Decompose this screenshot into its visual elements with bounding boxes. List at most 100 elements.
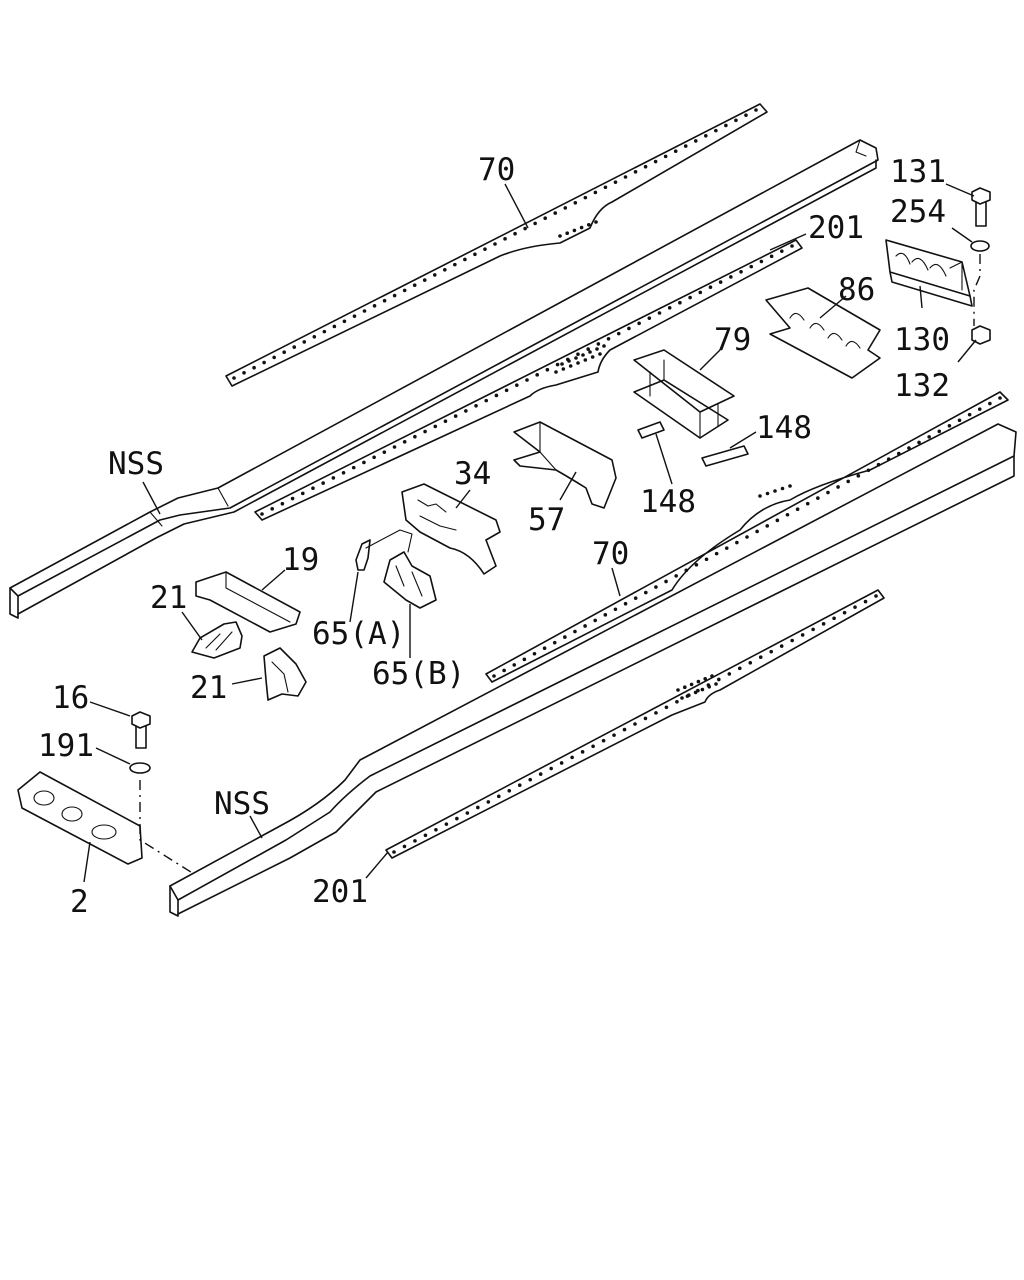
bolt-hole (476, 805, 480, 810)
bolt-hole (382, 450, 387, 454)
bracket-21-top (191, 621, 243, 659)
reinforcement-plate-201-upper (254, 239, 803, 521)
plate-148-b (701, 445, 749, 467)
bolt-hole (724, 546, 729, 550)
bolt-hole (553, 211, 558, 215)
bolt-hole (483, 247, 487, 251)
bolt-hole (821, 622, 826, 626)
label-34: 34 (454, 456, 491, 492)
bolt-hole (775, 518, 780, 523)
bolt-hole (573, 629, 577, 634)
bolt-hole (331, 476, 336, 480)
bracket-21-bottom (263, 647, 307, 701)
bolt-hole (693, 690, 698, 695)
bolt-hole (581, 353, 585, 357)
bolt-hole (262, 360, 266, 365)
bolt-hole (402, 440, 407, 444)
bolt-hole (290, 496, 295, 501)
bolt-hole (613, 607, 618, 612)
side-rail-lower (169, 423, 1017, 917)
bolt-hole (676, 688, 680, 692)
bolt-hole (535, 373, 539, 377)
bolt-hole (563, 206, 568, 210)
bolt-hole (836, 485, 840, 489)
bolt-hole (576, 352, 580, 357)
bolt-hole (874, 594, 878, 598)
label-19: 19 (282, 542, 319, 578)
bolt-hole (422, 278, 427, 282)
bolt-hole (780, 486, 785, 491)
label-191: 191 (38, 728, 94, 764)
bolt-hole-patterns (232, 108, 1002, 854)
bolt-hole (683, 144, 688, 148)
bolt-hole (846, 479, 850, 484)
bolt-hole (735, 540, 739, 545)
bolt-hole (683, 685, 687, 689)
bolt-hole (590, 355, 595, 359)
bolt-hole (654, 711, 658, 715)
bolt-hole (653, 159, 658, 164)
bolt-hole (622, 727, 627, 732)
bolt-hole (593, 618, 597, 623)
bolt-hole (372, 455, 376, 460)
bolt-hole (525, 378, 529, 382)
bolt-hole (453, 262, 457, 267)
bolt-hole (689, 682, 694, 687)
bolt-hole (616, 331, 621, 336)
bolt-hole (657, 311, 662, 315)
bolt-hole (351, 465, 356, 470)
bolt-hole (754, 108, 758, 112)
bolt-hole (698, 290, 703, 295)
bolt-hole (601, 738, 606, 743)
bolt-hole (465, 811, 470, 815)
bolt-hole (748, 660, 753, 665)
bolt-hole (587, 223, 591, 227)
bolt-hole (392, 850, 396, 854)
bolt-hole (432, 273, 437, 277)
label-130: 130 (894, 322, 950, 358)
label-201-lower: 201 (312, 874, 368, 910)
bolt-hole (568, 364, 573, 368)
leader-lines (83, 183, 977, 883)
label-131: 131 (890, 154, 946, 190)
bolt-hole (402, 844, 407, 849)
label-70-lower: 70 (592, 536, 629, 572)
reinforcement-plate-70-lower (485, 391, 1009, 683)
bolt-hole (737, 666, 742, 671)
bolt-hole (321, 481, 325, 485)
bolt-hole (443, 267, 447, 272)
bolt-hole (664, 579, 668, 584)
bolt-hole (504, 388, 509, 393)
bolt-hole (779, 644, 784, 648)
bolt-hole (596, 342, 601, 346)
bolt-hole (282, 350, 286, 355)
bolt-hole (703, 677, 707, 681)
bolt-hole (372, 304, 377, 308)
bolt-hole (444, 822, 449, 826)
bolt-hole (332, 324, 337, 329)
bolt-hole (583, 195, 588, 200)
bolt-hole (853, 605, 857, 609)
label-2: 2 (70, 884, 89, 920)
bolt-hole (633, 722, 637, 726)
bolt-hole (292, 345, 297, 349)
bolt-hole (704, 557, 709, 562)
bolt-hole (790, 244, 794, 248)
bolt-hole (613, 180, 618, 184)
bolt-hole (486, 800, 491, 804)
bolt-hole (560, 362, 564, 366)
bolt-hole (673, 149, 678, 154)
bolt-hole (455, 816, 459, 821)
bolt-hole (542, 646, 547, 650)
bolt-hole (270, 507, 274, 511)
bolt-hole (463, 257, 467, 262)
bolt-hole (232, 376, 236, 380)
bolt-hole (492, 674, 496, 678)
bolt-hole (583, 624, 587, 628)
connector-65 (365, 529, 413, 553)
nut-132 (971, 325, 991, 345)
label-132: 132 (894, 368, 950, 404)
bolt-hole (927, 435, 931, 439)
bolt-hole (643, 164, 648, 169)
